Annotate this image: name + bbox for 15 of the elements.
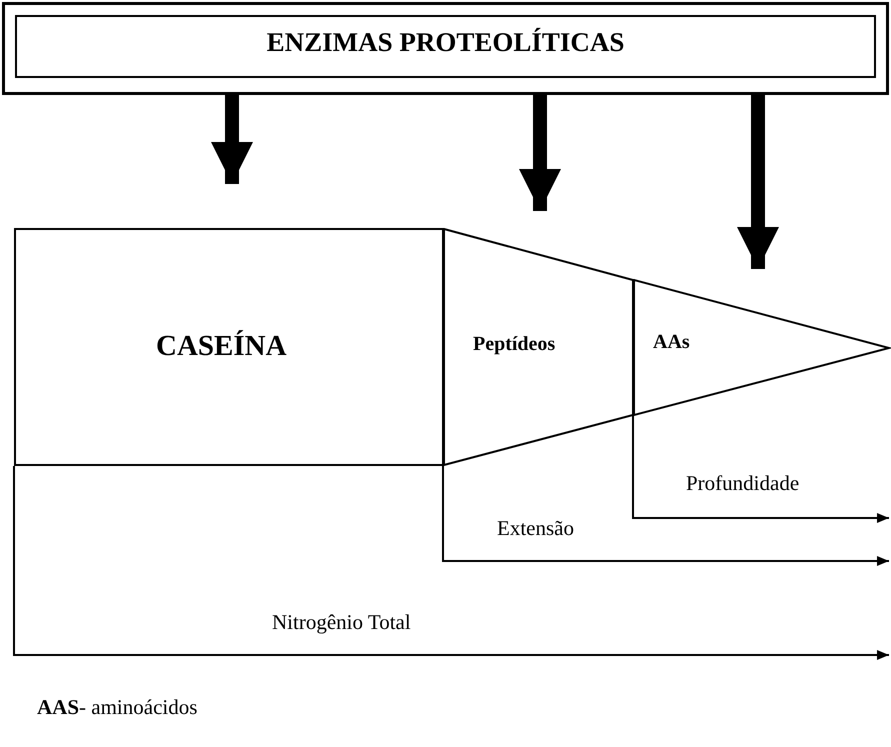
amino-acid-segment [633, 279, 891, 416]
measure-label: Extensão [497, 516, 574, 541]
node-text: AAs [653, 331, 690, 354]
casein-box [14, 228, 444, 466]
measure-label: Nitrogênio Total [272, 610, 411, 635]
peptide-segment [443, 228, 634, 466]
node-text: ENZIMAS PROTEOLÍTICAS [266, 27, 626, 58]
node-text: CASEÍNA [156, 330, 287, 363]
arrow [211, 95, 253, 184]
footnote: AAS- aminoácidos [37, 695, 198, 720]
node-text: Peptídeos [473, 333, 556, 356]
measure-label: Profundidade [686, 471, 800, 496]
title-frame [2, 2, 889, 95]
arrow [519, 95, 561, 211]
arrow [737, 95, 779, 269]
